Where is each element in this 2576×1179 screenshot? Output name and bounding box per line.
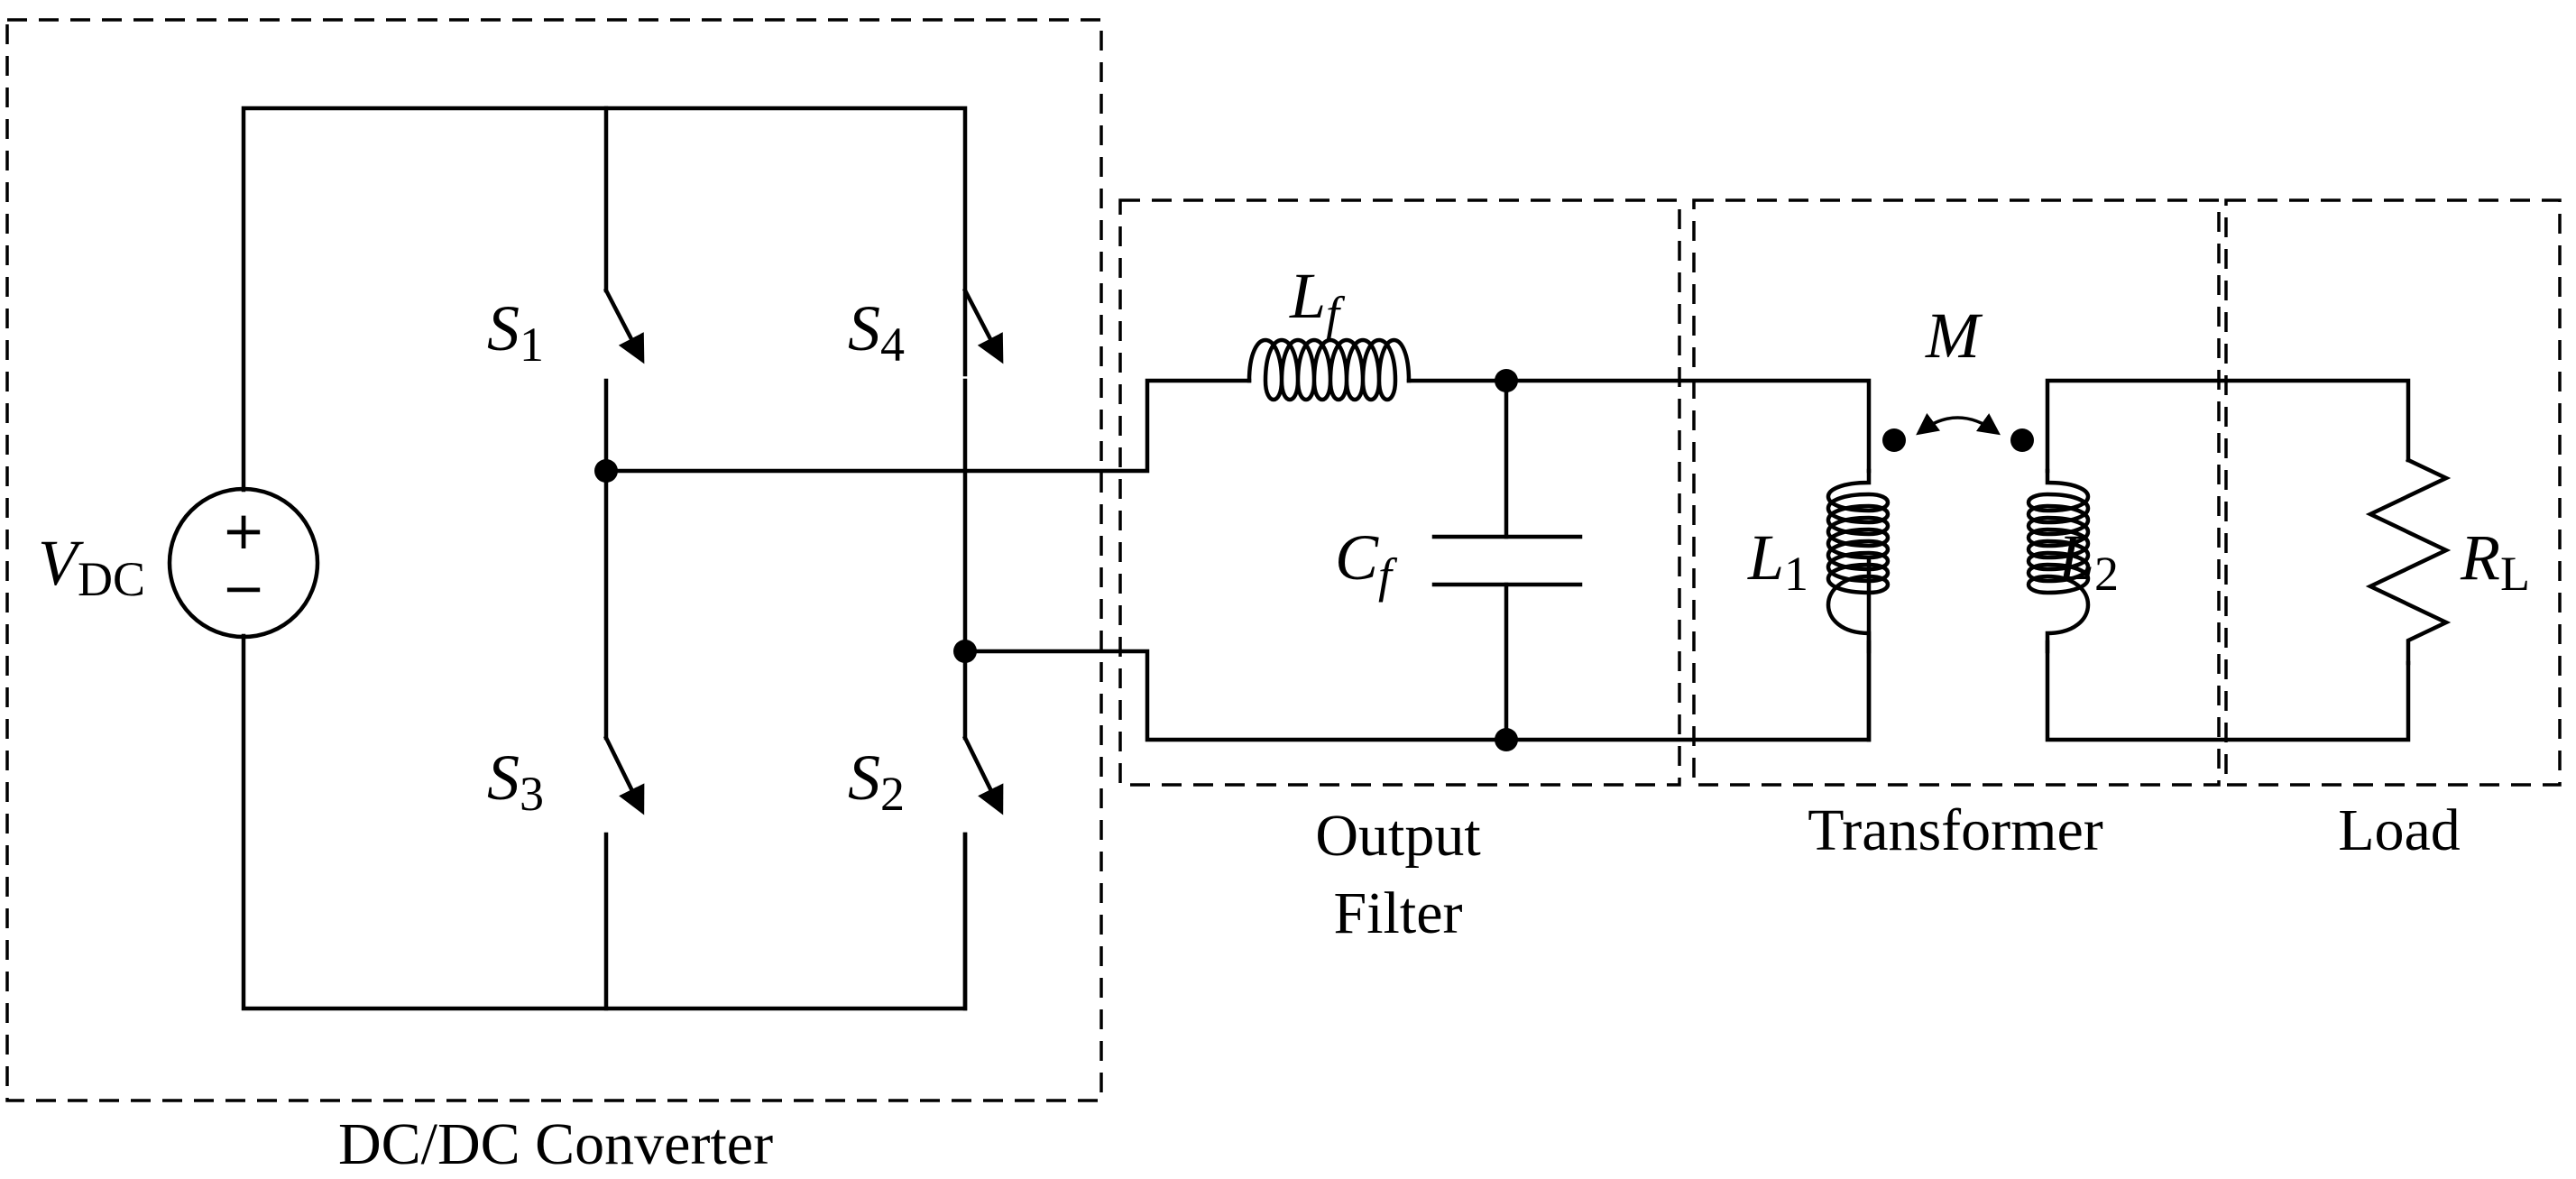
inductor-l2 bbox=[2027, 468, 2091, 654]
dot-marker-l2 bbox=[2010, 428, 2034, 452]
label-l1: L1 bbox=[1747, 521, 1808, 601]
label-s2: S2 bbox=[848, 741, 905, 821]
block-title-transformer: Transformer bbox=[1808, 797, 2103, 863]
dot-marker-l1 bbox=[1882, 428, 1906, 452]
label-cf: Cf bbox=[1335, 521, 1398, 603]
block-title-filter-line2: Filter bbox=[1334, 880, 1463, 946]
label-s3: S3 bbox=[487, 741, 544, 821]
switch-s4 bbox=[961, 287, 1004, 364]
label-rl: RL bbox=[2460, 521, 2530, 601]
switch-s3 bbox=[603, 734, 645, 815]
filter-wiring bbox=[1406, 378, 1872, 474]
switch-s2 bbox=[961, 734, 1004, 815]
dc-source-plus: + bbox=[222, 500, 266, 561]
converter-wiring bbox=[241, 106, 1872, 1011]
transformer-block-outline bbox=[1692, 198, 2221, 787]
load-block-outline bbox=[2224, 198, 2562, 787]
label-s1: S1 bbox=[487, 292, 544, 372]
block-title-converter: DC/DC Converter bbox=[338, 1111, 773, 1177]
junction-dot bbox=[953, 640, 977, 663]
label-l2: L2 bbox=[2057, 521, 2119, 601]
secondary-wiring bbox=[2045, 378, 2411, 474]
filter-block-outline bbox=[1118, 198, 1681, 787]
block-title-load: Load bbox=[2338, 797, 2461, 863]
junction-dot bbox=[594, 459, 618, 483]
mutual-coupling-arrow bbox=[1916, 412, 2001, 436]
secondary-wiring bbox=[2045, 640, 2411, 742]
label-lf: Lf bbox=[1289, 260, 1346, 341]
label-s4: S4 bbox=[848, 292, 905, 372]
capacitor-cf bbox=[1431, 378, 1583, 742]
dc-source-symbol bbox=[167, 486, 320, 640]
label-vdc: VDC bbox=[38, 527, 145, 606]
inductor-l1 bbox=[1826, 468, 1890, 654]
converter-block-outline bbox=[5, 18, 1103, 1102]
switch-s1 bbox=[603, 287, 645, 364]
label-m: M bbox=[1925, 299, 1983, 372]
block-title-filter-line1: Output bbox=[1315, 803, 1480, 869]
resistor-rl bbox=[2365, 457, 2452, 666]
inductor-lf bbox=[1247, 338, 1412, 401]
dc-source-minus: − bbox=[222, 557, 266, 619]
